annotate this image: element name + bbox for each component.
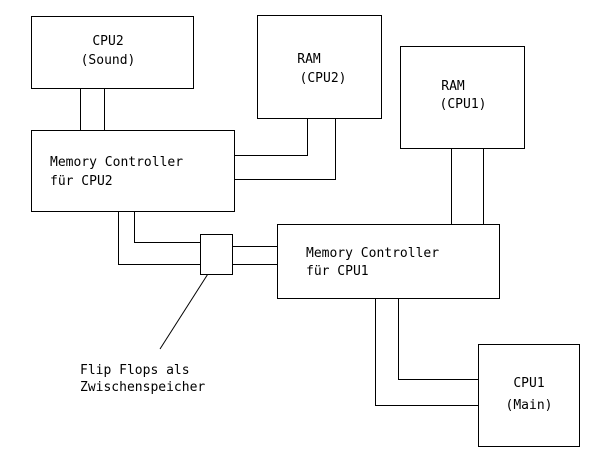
memory-controller-cpu1-subtitle: für CPU1 [306,264,369,279]
cpu2-title: CPU2 [92,34,123,49]
ram-cpu1-subtitle: (CPU1) [440,97,487,112]
ram-cpu1-block: RAM (CPU1) [400,46,525,149]
flip-flops-box [200,234,233,275]
flip-flops-annotation-line2: Zwischenspeicher [80,380,205,395]
memory-controller-cpu1-title: Memory Controller [306,246,439,261]
flip-flops-annotation-line1: Flip Flops als [80,363,190,378]
cpu2-subtitle: (Sound) [81,53,136,68]
wire-ram2-to-mc2-outer [234,118,336,180]
cpu1-title: CPU1 [513,376,544,391]
memory-controller-cpu2-subtitle: für CPU2 [50,174,113,189]
ram-cpu1-title: RAM [441,79,465,94]
cpu1-subtitle: (Main) [506,398,553,413]
ram-cpu2-block: RAM (CPU2) [257,15,382,119]
memory-controller-cpu1-box [277,224,500,299]
cpu1-block: CPU1 (Main) [478,344,580,447]
memory-controller-cpu2-box [31,130,235,212]
wire-mc2-to-flipflop-lower [118,211,200,265]
flip-flops-annotation: Flip Flops als Zwischenspeicher [80,363,205,395]
cpu2-block: CPU2 (Sound) [31,16,194,89]
ram-cpu1-box [400,46,525,149]
cpu1-box [478,344,580,447]
ram-cpu2-box [257,15,382,119]
flipflop-annotation-pointer [159,265,214,350]
wire-mc1-to-cpu1-inner [398,298,478,380]
ram-cpu2-subtitle: (CPU2) [300,71,347,86]
wire-ram2-to-mc2-inner [234,118,308,156]
memory-controller-cpu1-block: Memory Controller für CPU1 [277,224,500,299]
cpu2-box [31,16,194,89]
wire-mc2-to-flipflop-upper [134,211,200,243]
memory-controller-cpu2-block: Memory Controller für CPU2 [31,130,235,212]
connections [80,88,484,406]
memory-controller-cpu2-title: Memory Controller [50,155,183,170]
wire-mc1-to-cpu1-outer [375,298,478,406]
ram-cpu2-title: RAM [297,52,321,67]
